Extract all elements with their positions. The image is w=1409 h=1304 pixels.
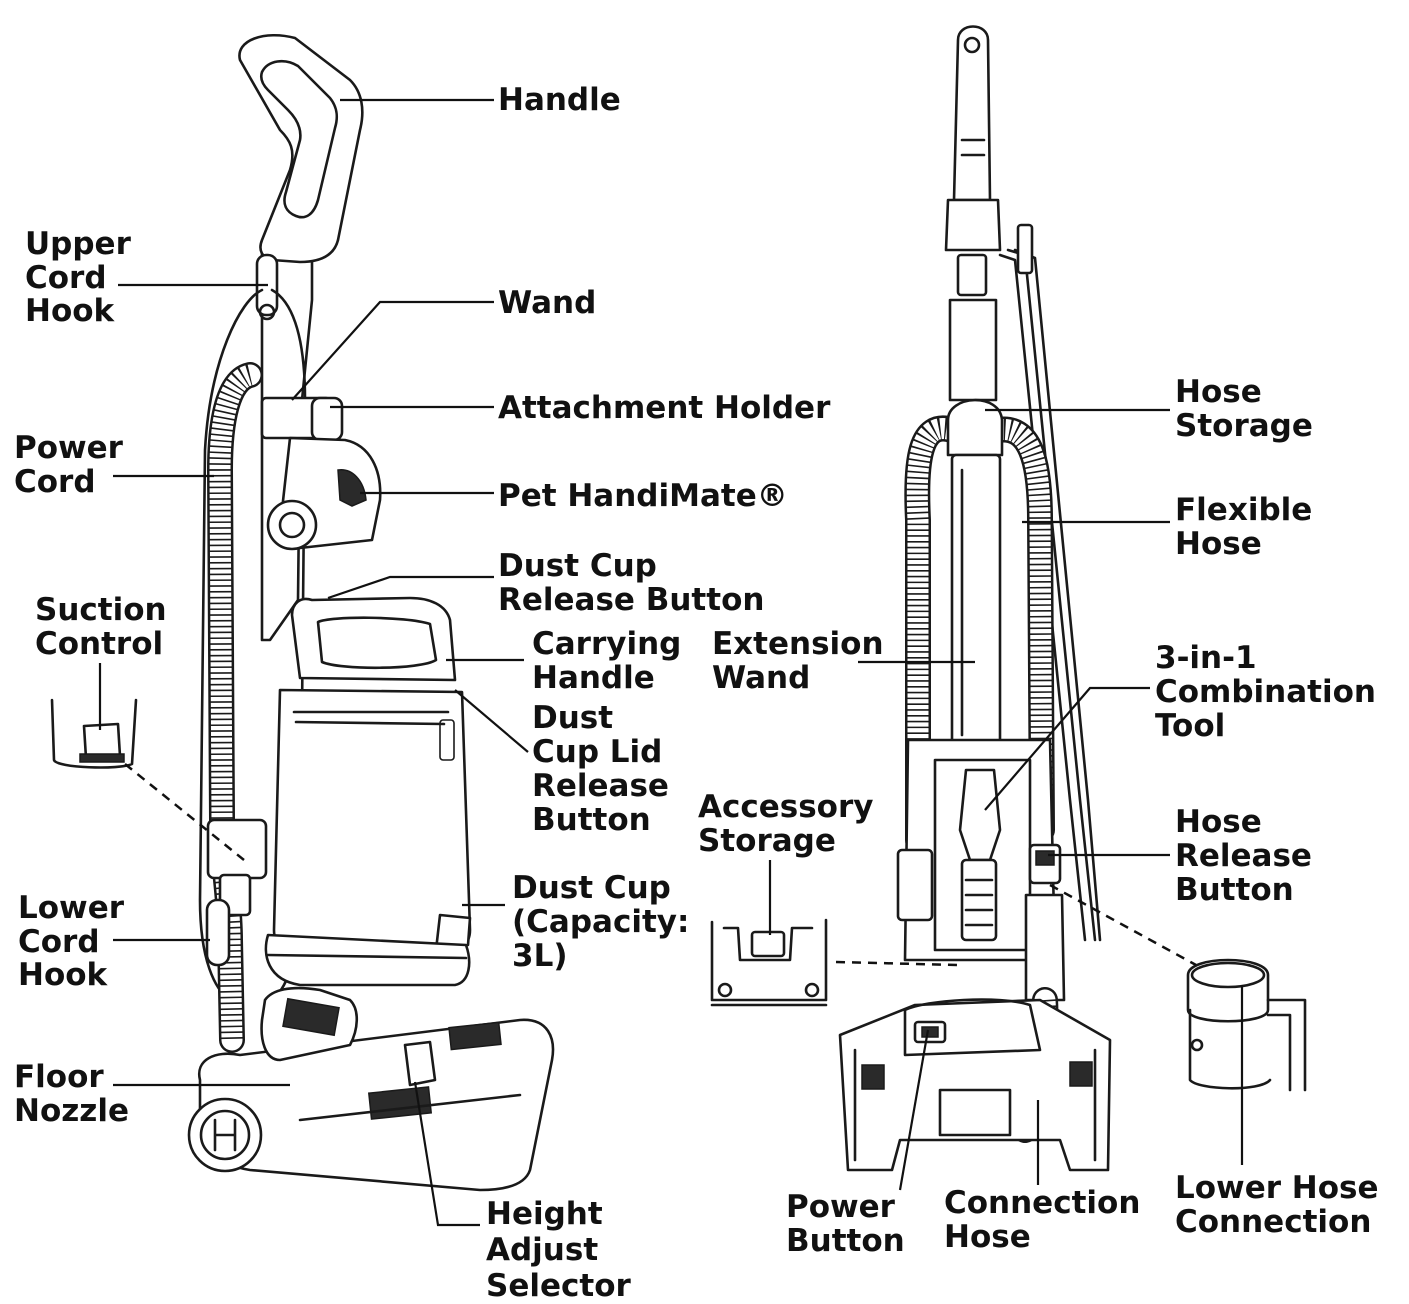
label-accessory-storage: Accessory Storage bbox=[698, 789, 884, 859]
label-attachment-holder: Attachment Holder bbox=[498, 390, 831, 426]
lower-hose-connection-inset bbox=[1186, 958, 1307, 1092]
label-dust-cup-release-button: Dust Cup Release Button bbox=[498, 548, 764, 618]
label-wand: Wand bbox=[498, 285, 596, 321]
side-view-vacuum-illustration bbox=[187, 33, 555, 1192]
label-combination-tool: 3-in-1 Combination Tool bbox=[1155, 640, 1387, 744]
label-dust-cup: Dust Cup (Capacity: 3L) bbox=[512, 870, 700, 974]
label-carrying-handle: Carrying Handle bbox=[532, 626, 692, 696]
back-view-vacuum-illustration bbox=[838, 25, 1112, 1172]
label-floor-nozzle: Floor Nozzle bbox=[14, 1059, 129, 1129]
label-upper-cord-hook: Upper Cord Hook bbox=[25, 226, 142, 329]
label-power-button: Power Button bbox=[786, 1189, 906, 1259]
label-suction-control: Suction Control bbox=[35, 592, 177, 662]
label-flexible-hose: Flexible Hose bbox=[1175, 492, 1323, 562]
leader-lines bbox=[98, 98, 1244, 1227]
label-handle: Handle bbox=[498, 82, 621, 118]
label-connection-hose: Connection Hose bbox=[944, 1185, 1151, 1255]
label-lower-cord-hook: Lower Cord Hook bbox=[18, 890, 135, 993]
suction-control-inset bbox=[50, 698, 138, 769]
label-height-adjust-selector: Height Adjust Selector bbox=[486, 1196, 631, 1304]
label-hose-storage: Hose Storage bbox=[1175, 374, 1313, 444]
label-pet-handimate: Pet HandiMate® bbox=[498, 478, 788, 514]
label-extension-wand: Extension Wand bbox=[712, 626, 894, 696]
label-power-cord: Power Cord bbox=[14, 430, 134, 500]
accessory-storage-inset bbox=[710, 918, 828, 1007]
label-hose-release-button: Hose Release Button bbox=[1175, 804, 1323, 908]
label-dust-cup-lid-release-button: Dust Cup Lid Release Button bbox=[532, 700, 680, 838]
label-lower-hose-connection: Lower Hose Connection bbox=[1175, 1170, 1389, 1240]
